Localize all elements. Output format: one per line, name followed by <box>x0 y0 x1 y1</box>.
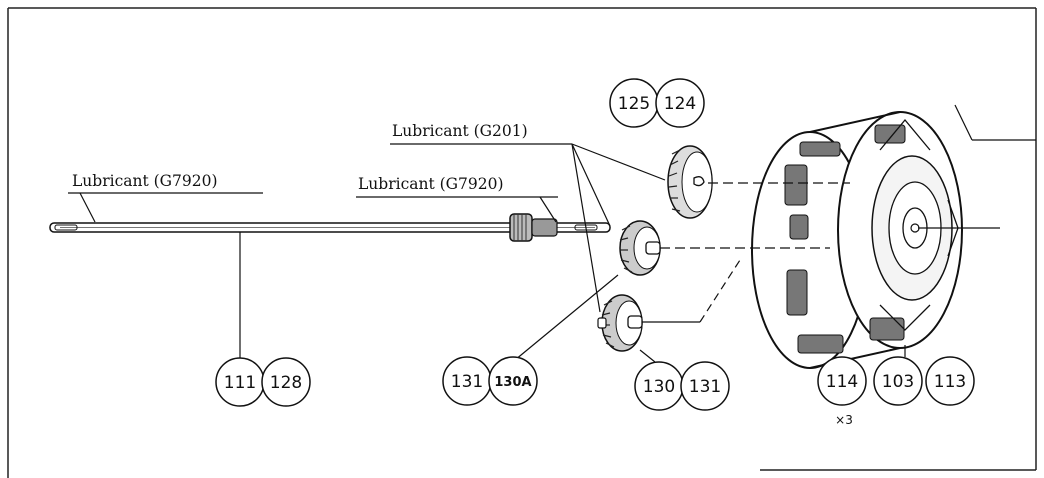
leader-lines <box>68 143 906 363</box>
part-number-113: 113 <box>934 372 966 392</box>
housing <box>751 111 963 369</box>
quantity-note: ×3 <box>835 413 853 427</box>
part-number-125: 125 <box>618 94 650 114</box>
part-number-114: 114 <box>826 372 858 392</box>
shaft <box>49 222 611 233</box>
callout-shaft-pair: 111 128 <box>215 357 311 407</box>
part-number-111: 111 <box>224 373 256 393</box>
part-number-130a: 130A <box>494 375 531 390</box>
callout-gear-pair-a: 131 130A <box>442 356 538 406</box>
gear-upper <box>667 145 713 219</box>
part-number-131-b: 131 <box>689 377 721 397</box>
callout-housing-group: 114 103 113 ×3 <box>817 356 975 427</box>
gear-lower <box>597 294 643 352</box>
callout-top-pair: 125 124 <box>609 78 705 128</box>
diagram-frame <box>7 7 1037 478</box>
lubricant-label-gears: Lubricant (G201) <box>392 122 528 140</box>
part-number-128: 128 <box>270 373 302 393</box>
lubricant-label-shaft-left: Lubricant (G7920) <box>72 172 218 190</box>
part-number-103: 103 <box>882 372 914 392</box>
lubricant-label-shaft-right: Lubricant (G7920) <box>358 175 504 193</box>
part-number-130: 130 <box>643 377 675 397</box>
callout-gear-pair-b: 130 131 <box>634 361 730 411</box>
alignment-lines <box>642 104 1036 323</box>
part-number-131: 131 <box>451 372 483 392</box>
shaft-collar <box>509 213 558 242</box>
part-number-124: 124 <box>664 94 696 114</box>
gear-middle <box>619 220 661 276</box>
